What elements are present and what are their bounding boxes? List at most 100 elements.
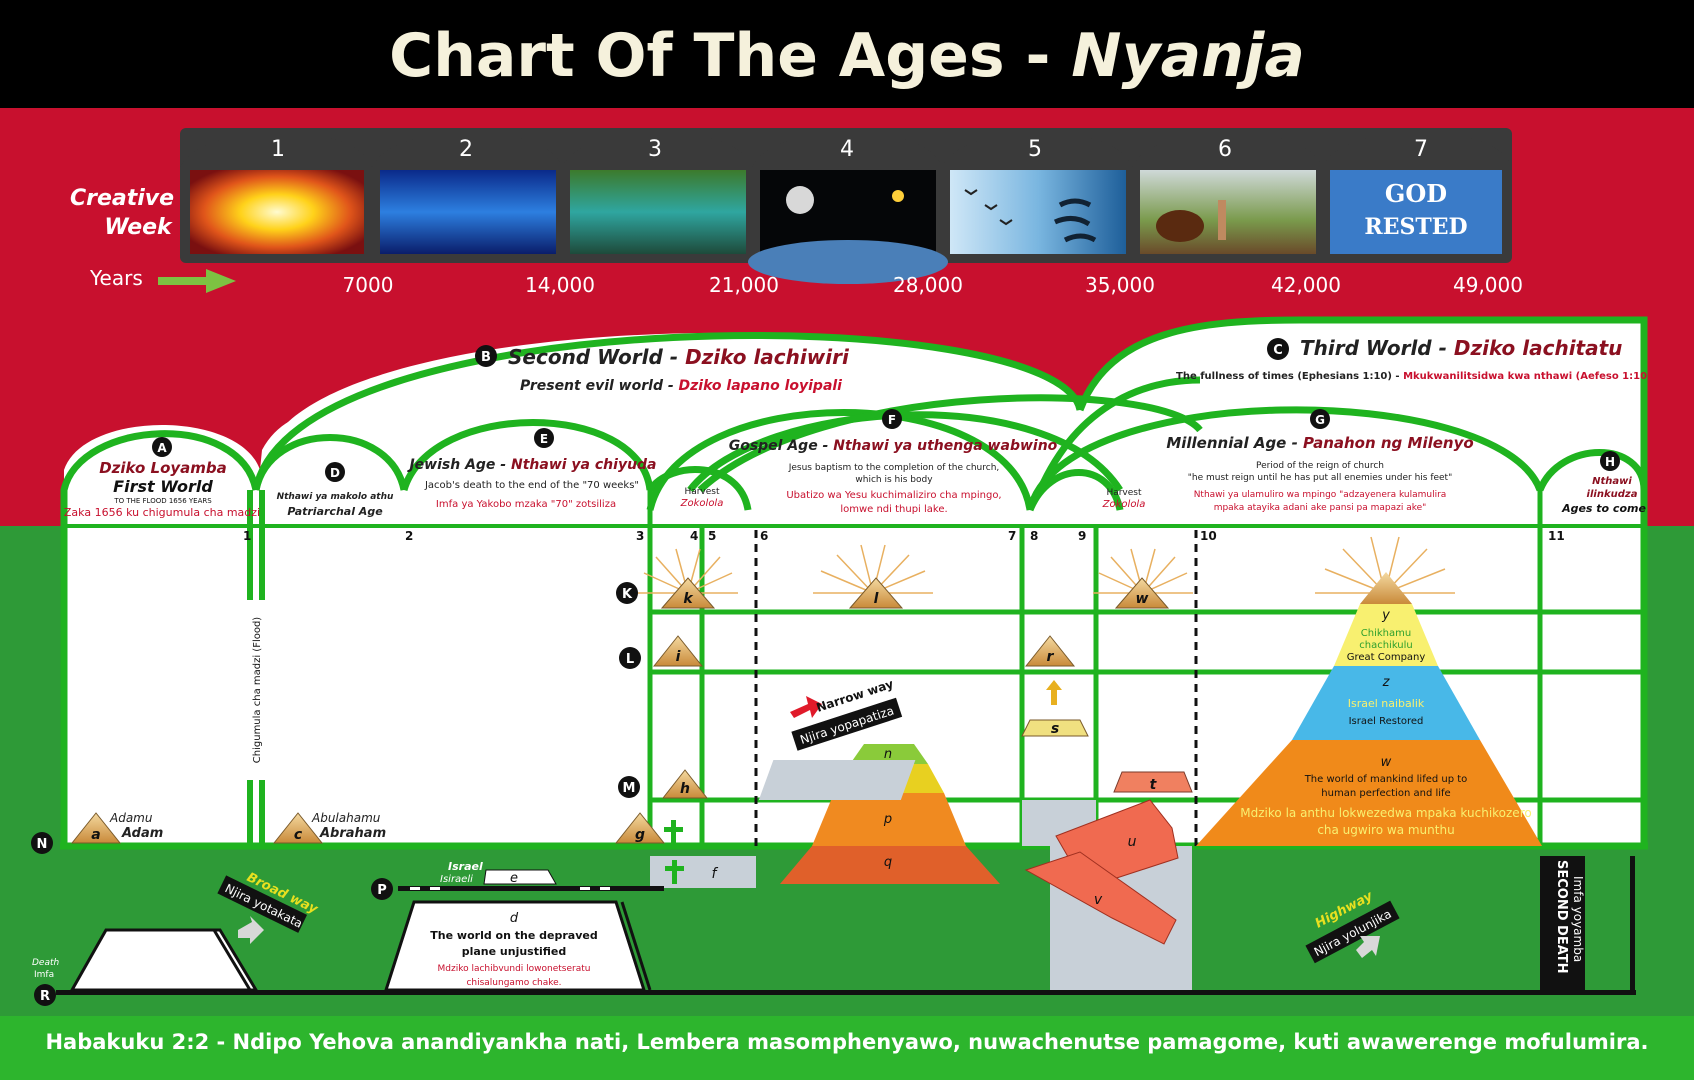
svg-text:E: E [540, 432, 548, 446]
depraved-line3: Mdziko lachibvundi lowonetseratu [438, 964, 591, 974]
day-5-image [950, 170, 1126, 254]
stone-u: u [1128, 834, 1137, 850]
third-world-title: Third World - Dziko lachitatu [1300, 336, 1622, 360]
marker-h [1600, 451, 1620, 471]
age-f-line1: Jesus baptism to the completion of the c… [788, 463, 1000, 473]
abraham-en: Abraham [319, 826, 386, 841]
p-plane-line [398, 869, 664, 891]
pyr-z-en: Israel Restored [1349, 716, 1424, 727]
adam-ny: Adamu [109, 811, 153, 825]
day-3-image [570, 170, 746, 254]
age-h-line3: Ages to come [1561, 502, 1646, 515]
svg-text:A: A [157, 441, 167, 455]
marker-b [475, 345, 497, 367]
svg-text:6: 6 [760, 529, 768, 543]
svg-text:s: s [1051, 721, 1059, 737]
age-a-line3: TO THE FLOOD 1656 YEARS [113, 497, 212, 505]
age-d-line2: Patriarchal Age [287, 505, 383, 518]
second-world-sub: Present evil world - Dziko lapano loyipa… [520, 378, 842, 394]
age-a-line1: Dziko Loyamba [99, 459, 227, 477]
svg-text:6: 6 [1218, 137, 1232, 162]
age-h-line1: Nthawi [1592, 476, 1632, 487]
age-g-line1: Period of the reign of church [1256, 461, 1384, 471]
svg-text:D: D [330, 466, 340, 480]
stone-v: v [1094, 892, 1103, 908]
years-label: Years [89, 266, 143, 290]
israel-ny: Isiraeli [440, 874, 473, 885]
footer-bar: Habakuku 2:2 - Ndipo Yehova anandiyankha… [0, 1016, 1694, 1080]
f-box [650, 856, 756, 888]
svg-text:C: C [1273, 343, 1283, 358]
highway-arrow-icon [1356, 936, 1380, 958]
svg-text:9: 9 [1078, 529, 1086, 543]
day-1-image [190, 170, 364, 254]
age-f-line2: which is his body [855, 475, 933, 485]
plane-n: N [37, 837, 48, 852]
plane-p: P [377, 883, 387, 898]
world-d: d [510, 911, 519, 926]
pyr-w-en2: human perfection and life [1321, 788, 1450, 799]
svg-text:14,000: 14,000 [525, 273, 595, 297]
svg-text:i: i [676, 649, 681, 665]
pyr-w-en1: The world of mankind lifed up to [1304, 774, 1468, 785]
age-outlines [60, 316, 1648, 850]
svg-text:7000: 7000 [343, 273, 394, 297]
svg-text:2: 2 [459, 137, 473, 162]
year-values: 7000 14,000 21,000 28,000 35,000 42,000 … [343, 273, 1523, 297]
marker-c [1267, 338, 1289, 360]
svg-text:3: 3 [636, 529, 644, 543]
svg-text:42,000: 42,000 [1271, 273, 1341, 297]
svg-text:11: 11 [1548, 529, 1565, 543]
footer-verse: Habakuku 2:2 - Ndipo Yehova anandiyankha… [45, 1030, 1649, 1054]
age-d-line1: Nthawi ya makolo athu [277, 492, 394, 502]
pyr-z: z [1382, 675, 1391, 690]
plane-m: M [623, 781, 636, 796]
age-e-line2: Imfa ya Yakobo mzaka "70" zotsiliza [436, 499, 616, 510]
harvest-2-en: Harvest [1106, 488, 1142, 498]
death-en: Death [32, 958, 60, 968]
day-numbers: 1 2 3 4 5 6 7 [271, 137, 1428, 162]
svg-text:10: 10 [1200, 529, 1217, 543]
adam-en: Adam [121, 826, 163, 841]
narrow-way-arrow-icon [790, 696, 822, 718]
svg-text:c: c [294, 827, 303, 843]
plane-l: L [626, 652, 634, 667]
svg-text:21,000: 21,000 [709, 273, 779, 297]
flood-label: Chigumula cha madzi (Flood) [252, 617, 263, 764]
day-7-line2: RESTED [1364, 214, 1467, 240]
svg-text:h: h [680, 781, 690, 797]
abraham-ny: Abulahamu [311, 811, 381, 825]
age-h-line2: ilinkudza [1587, 489, 1638, 500]
svg-text:l: l [874, 591, 879, 607]
israel-en: Israel [448, 860, 483, 873]
box-f: f [712, 866, 719, 882]
svg-text:4: 4 [840, 137, 854, 162]
s-region [758, 760, 1192, 990]
marker-g [1310, 409, 1330, 429]
svg-text:2: 2 [405, 529, 413, 543]
millennial-pyramid [1196, 572, 1542, 846]
svg-text:w: w [1136, 591, 1149, 607]
pyr-y-ny1: Chikhamu [1361, 628, 1411, 639]
harvest-2-ny: Zokolola [1102, 499, 1146, 510]
age-a-line2: First World [113, 477, 213, 496]
pyr-w-ny1: Mdziko la anthu lokwezedwa mpaka kuchiko… [1240, 806, 1531, 820]
day-2-image [380, 170, 556, 254]
second-death-ny: Imfa yoyamba [1571, 876, 1585, 962]
pyr-w-ny2: cha ugwiro wa munthu [1317, 823, 1454, 837]
marker-e [534, 428, 554, 448]
sunbursts [638, 536, 1455, 594]
pyr-y-ny2: chachikulu [1359, 640, 1413, 651]
svg-text:G: G [1315, 413, 1325, 427]
svg-text:4: 4 [690, 529, 698, 543]
pyr-w: w [1381, 755, 1392, 770]
broad-way-arrow-icon [238, 916, 264, 944]
age-e-title: Jewish Age - Nthawi ya chiyuda [406, 457, 656, 473]
age-a-line4: Zaka 1656 ku chigumula cha madzi [64, 506, 260, 519]
pyr-y: y [1381, 608, 1390, 623]
svg-text:1: 1 [243, 529, 251, 543]
dashed-dividers [754, 530, 1198, 846]
title-bar [0, 0, 1694, 108]
plane-r: R [40, 989, 50, 1004]
